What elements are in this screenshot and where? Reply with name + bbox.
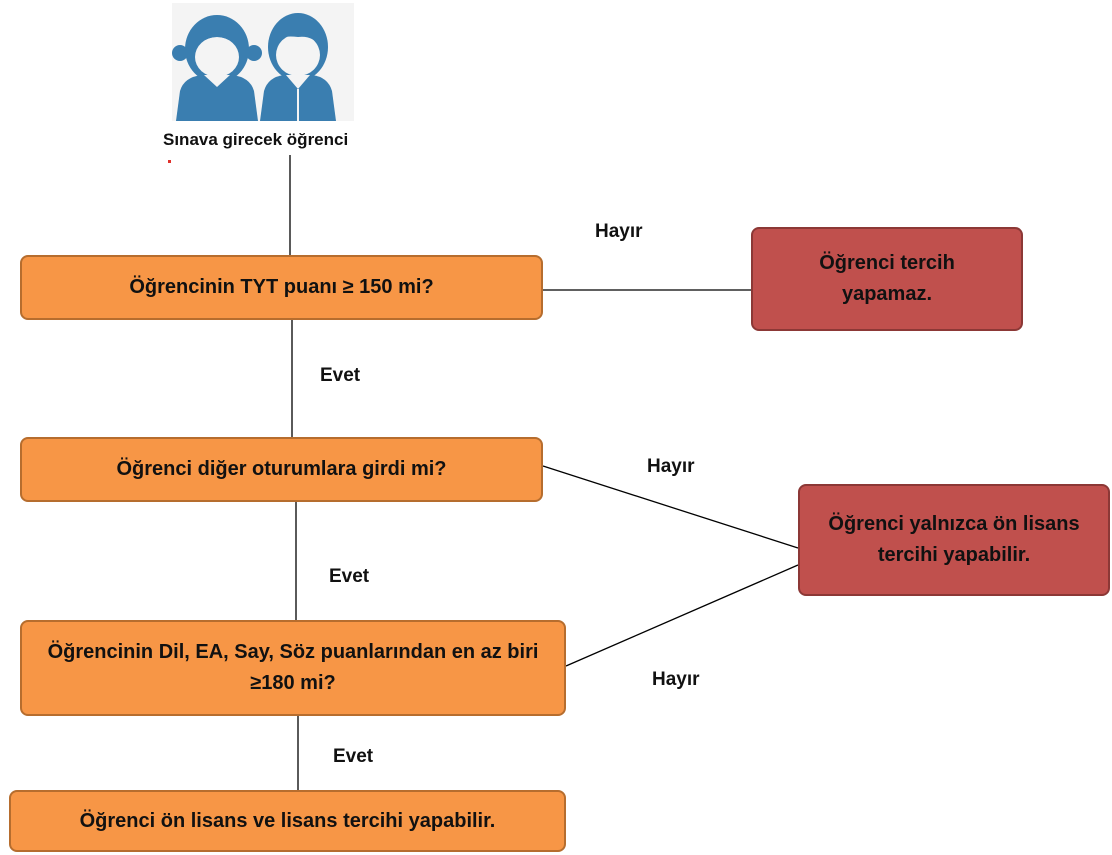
outcome-both-programs: Öğrenci ön lisans ve lisans tercihi yapa… bbox=[9, 790, 566, 852]
connector-sessions-to-associate bbox=[542, 465, 799, 549]
decision-field-scores: Öğrencinin Dil, EA, Say, Söz puanlarında… bbox=[20, 620, 566, 716]
stray-mark bbox=[168, 160, 171, 163]
edge-label-no-1: Hayır bbox=[595, 221, 643, 242]
edge-label-no-2: Hayır bbox=[647, 456, 695, 477]
decision-tyt-score: Öğrencinin TYT puanı ≥ 150 mi? bbox=[20, 255, 543, 320]
decision-other-sessions-text: Öğrenci diğer oturumlara girdi mi? bbox=[116, 458, 447, 480]
outcome-no-choice-text: Öğrenci tercih yapamaz. bbox=[819, 252, 955, 305]
students-icon bbox=[172, 3, 354, 121]
edge-label-yes-3: Evet bbox=[333, 746, 374, 767]
edge-label-yes-1: Evet bbox=[320, 365, 361, 386]
start-label: Sınava girecek öğrenci bbox=[163, 130, 349, 149]
decision-tyt-score-text: Öğrencinin TYT puanı ≥ 150 mi? bbox=[129, 276, 434, 298]
outcome-no-choice: Öğrenci tercih yapamaz. bbox=[751, 227, 1023, 331]
edge-label-no-3: Hayır bbox=[652, 669, 700, 690]
connector-scores-to-associate bbox=[565, 564, 799, 667]
decision-other-sessions: Öğrenci diğer oturumlara girdi mi? bbox=[20, 437, 543, 502]
decision-field-scores-text: Öğrencinin Dil, EA, Say, Söz puanlarında… bbox=[47, 641, 539, 694]
outcome-both-programs-text: Öğrenci ön lisans ve lisans tercihi yapa… bbox=[79, 809, 496, 832]
outcome-associate-only-text: Öğrenci yalnızca ön lisans tercihi yapab… bbox=[828, 513, 1080, 566]
edge-label-yes-2: Evet bbox=[329, 566, 370, 587]
outcome-associate-only: Öğrenci yalnızca ön lisans tercihi yapab… bbox=[798, 484, 1110, 596]
